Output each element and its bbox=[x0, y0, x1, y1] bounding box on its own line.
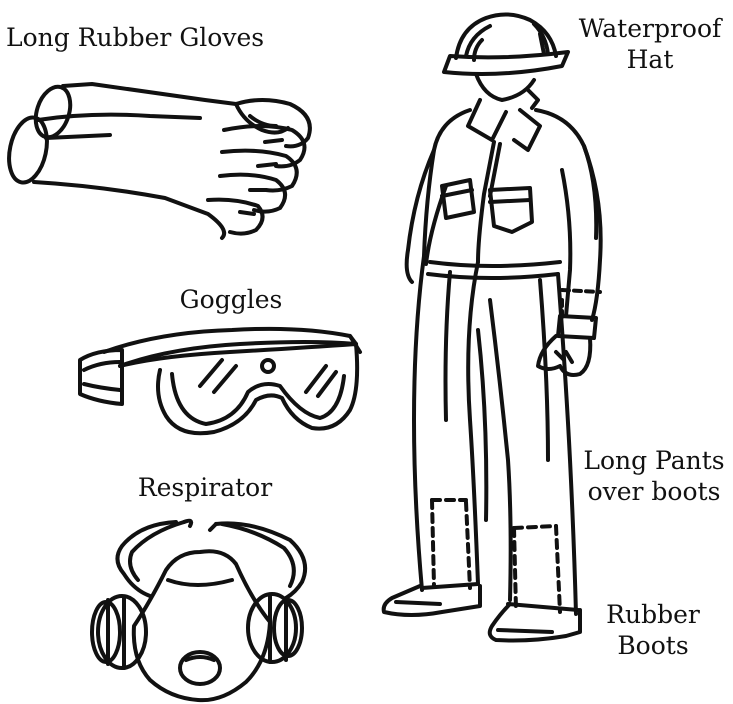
pants-label-line1: Long Pants bbox=[575, 446, 733, 477]
rubber-gloves-drawing bbox=[4, 82, 310, 238]
respirator-drawing bbox=[92, 521, 305, 701]
boots-label-line2: Boots bbox=[593, 631, 713, 662]
goggles-label: Goggles bbox=[166, 285, 296, 316]
gloves-label: Long Rubber Gloves bbox=[6, 23, 264, 54]
hat-label: Waterproof Hat bbox=[575, 14, 725, 75]
pants-label: Long Pants over boots bbox=[575, 446, 733, 507]
respirator-label: Respirator bbox=[130, 473, 280, 504]
hat-label-line2: Hat bbox=[575, 45, 725, 76]
boots-label-line1: Rubber bbox=[593, 600, 713, 631]
goggles-drawing bbox=[80, 329, 360, 433]
protective-suit-figure bbox=[384, 14, 601, 640]
pants-label-line2: over boots bbox=[575, 477, 733, 508]
hat-label-line1: Waterproof bbox=[575, 14, 725, 45]
boots-label: Rubber Boots bbox=[593, 600, 713, 661]
